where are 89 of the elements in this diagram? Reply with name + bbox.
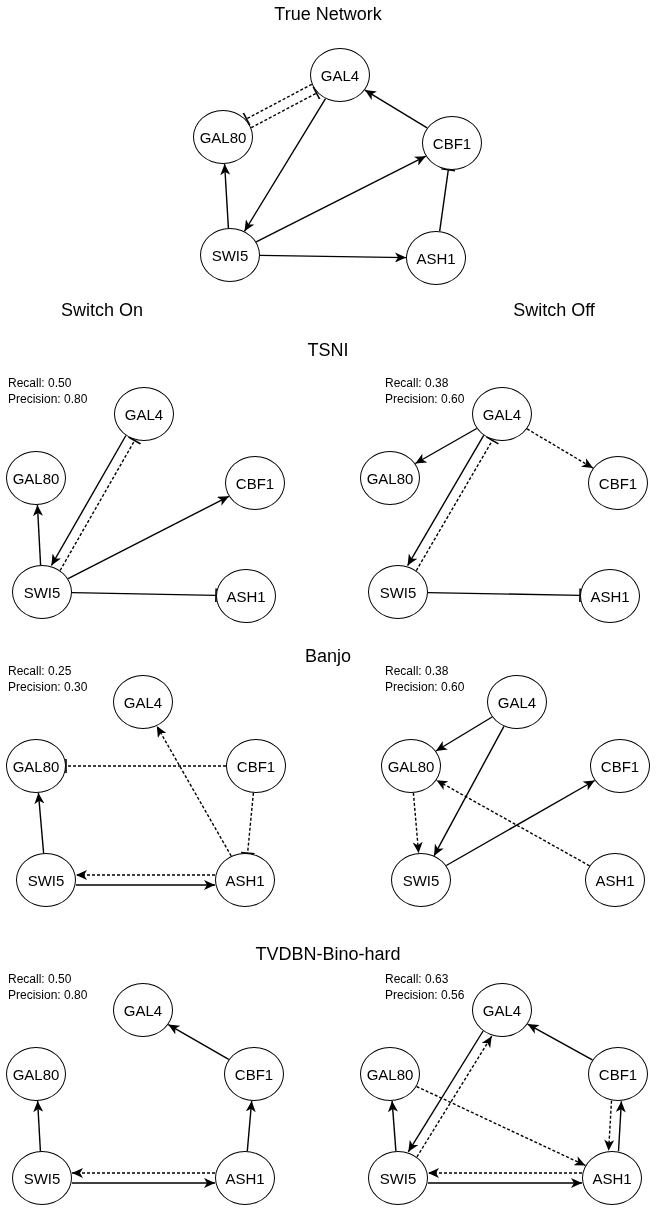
- arrow: [427, 1168, 583, 1178]
- arrow: [33, 1100, 44, 1152]
- arrow: [414, 427, 478, 465]
- arrow: [156, 725, 232, 857]
- arrow: [412, 792, 423, 854]
- panel-heading: Switch Off: [513, 300, 595, 321]
- gene-node: GAL80: [381, 739, 441, 793]
- gene-node: SWI5: [16, 853, 76, 907]
- gene-node: ASH1: [580, 569, 640, 623]
- arrow: [220, 163, 231, 229]
- arrow: [245, 1100, 256, 1152]
- gene-node: GAL80: [6, 739, 66, 793]
- arrow: [526, 428, 594, 469]
- metric-text: Recall: 0.38: [385, 664, 449, 678]
- metric-text: Precision: 0.60: [385, 680, 465, 694]
- metric-text: Recall: 0.50: [8, 376, 72, 390]
- gene-node: GAL4: [113, 983, 173, 1037]
- arrow: [435, 716, 493, 752]
- panel-heading: Switch On: [61, 300, 143, 321]
- panel-heading: TSNI: [307, 340, 349, 361]
- gene-node: GAL80: [6, 451, 66, 505]
- gene-node: CBF1: [588, 456, 648, 510]
- arrow: [71, 1178, 216, 1188]
- gene-node: SWI5: [200, 228, 260, 282]
- gene-node: ASH1: [585, 853, 645, 907]
- gene-node: GAL4: [472, 983, 532, 1037]
- metric-text: Precision: 0.80: [8, 988, 88, 1002]
- gene-node: CBF1: [590, 739, 650, 793]
- arrow: [364, 89, 428, 129]
- gene-node: GAL4: [113, 675, 173, 729]
- gene-node: GAL80: [360, 451, 420, 505]
- arrow: [50, 434, 127, 567]
- inhibition-edge: [239, 792, 256, 855]
- gene-node: GAL4: [487, 675, 547, 729]
- gene-node: SWI5: [368, 1151, 428, 1205]
- metric-text: Precision: 0.60: [385, 392, 465, 406]
- gene-node: GAL4: [310, 48, 370, 102]
- arrow: [615, 1100, 626, 1152]
- arrow: [427, 1178, 583, 1188]
- metric-text: Recall: 0.38: [385, 376, 449, 390]
- metric-text: Precision: 0.56: [385, 988, 465, 1002]
- arrow: [167, 1023, 230, 1061]
- inhibition-edge: [59, 436, 142, 572]
- title: True Network: [274, 4, 382, 25]
- arrow: [255, 155, 427, 243]
- gene-node: ASH1: [215, 853, 275, 907]
- arrow: [406, 434, 485, 567]
- gene-node: CBF1: [588, 1047, 648, 1101]
- arrow: [433, 725, 505, 857]
- arrow: [71, 1168, 216, 1178]
- arrow: [34, 792, 45, 854]
- arrow: [415, 1085, 587, 1167]
- gene-node: ASH1: [582, 1151, 642, 1205]
- gene-node: GAL80: [6, 1047, 66, 1101]
- gene-node: ASH1: [215, 1151, 275, 1205]
- arrow: [604, 1100, 615, 1152]
- arrow: [33, 504, 43, 566]
- gene-node: SWI5: [368, 565, 428, 619]
- inhibition-edge: [65, 758, 227, 774]
- gene-node: ASH1: [216, 569, 276, 623]
- gene-node: SWI5: [12, 565, 72, 619]
- arrow: [526, 1023, 594, 1061]
- metric-text: Recall: 0.63: [385, 972, 449, 986]
- arrow: [387, 1100, 398, 1152]
- metric-text: Recall: 0.25: [8, 664, 72, 678]
- metric-text: Recall: 0.50: [8, 972, 72, 986]
- gene-node: CBF1: [422, 116, 482, 170]
- gene-node: ASH1: [406, 231, 466, 285]
- arrow: [75, 870, 216, 880]
- arrow: [259, 252, 407, 263]
- arrow: [67, 495, 230, 580]
- panel-heading: TVDBN-Bino-hard: [255, 944, 401, 965]
- arrow: [75, 880, 216, 890]
- gene-node: SWI5: [12, 1151, 72, 1205]
- gene-node: GAL80: [360, 1047, 420, 1101]
- gene-node: GAL4: [472, 387, 532, 441]
- arrow: [243, 98, 327, 232]
- arrow: [416, 1035, 493, 1158]
- gene-node: SWI5: [391, 853, 451, 907]
- gene-node: CBF1: [226, 739, 286, 793]
- metric-text: Precision: 0.80: [8, 392, 88, 406]
- metric-text: Precision: 0.30: [8, 680, 88, 694]
- panel-heading: Banjo: [305, 646, 351, 667]
- gene-node: CBF1: [225, 456, 285, 510]
- gene-node: GAL4: [114, 387, 174, 441]
- arrow: [407, 1030, 484, 1153]
- gene-node: CBF1: [224, 1047, 284, 1101]
- inhibition-edge: [439, 168, 457, 232]
- gene-node: GAL80: [193, 110, 253, 164]
